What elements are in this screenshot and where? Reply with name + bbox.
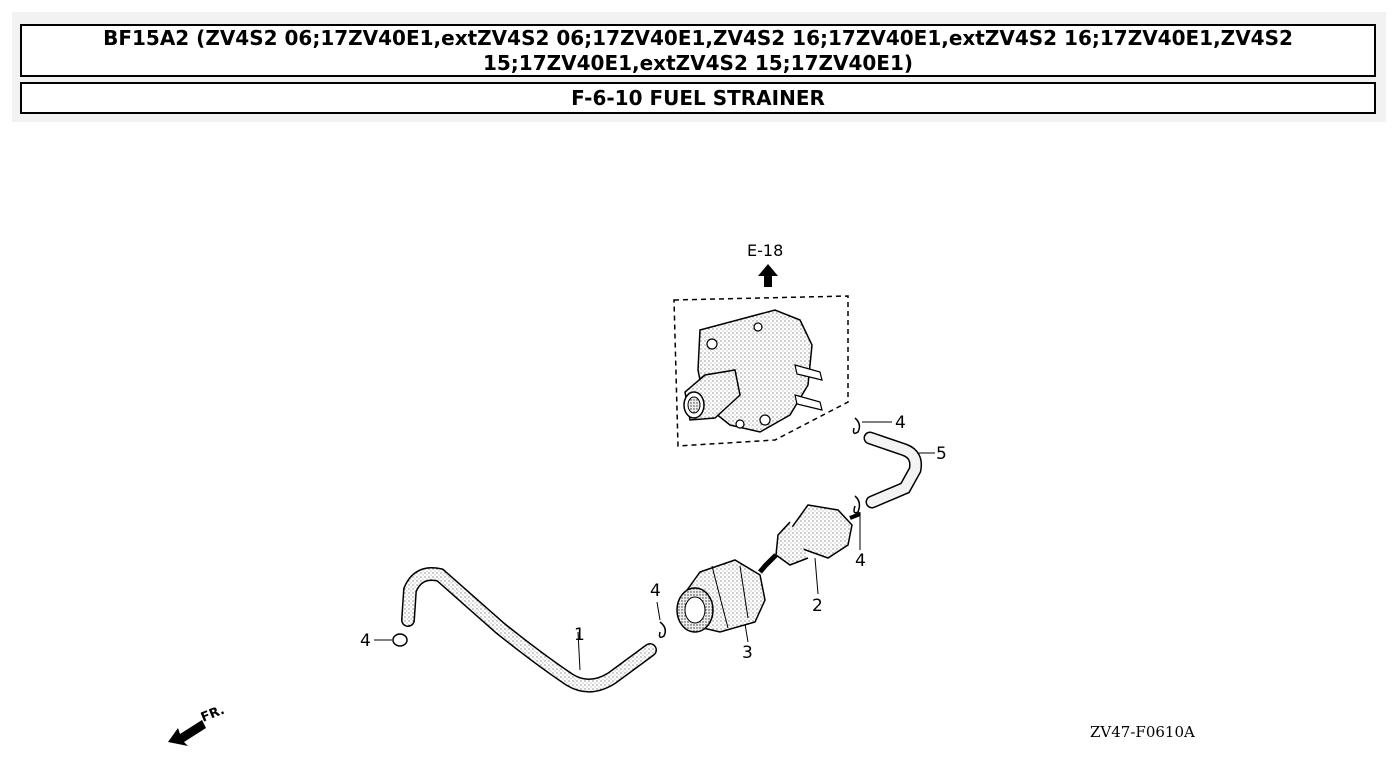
fuel-pump-illustration xyxy=(683,309,823,433)
front-label: FR. xyxy=(199,703,227,726)
callout-4b[interactable]: 4 xyxy=(855,551,866,571)
strainer-cup-illustration xyxy=(676,559,766,633)
callout-1[interactable]: 1 xyxy=(574,625,585,645)
subtitle-box: F-6-10 FUEL STRAINER xyxy=(20,82,1376,114)
callout-4d[interactable]: 4 xyxy=(360,631,371,651)
leader-line-3 xyxy=(744,623,749,643)
tube-5-fill xyxy=(865,433,921,507)
leader-line-2 xyxy=(814,557,819,595)
figure-code: ZV47-F0610A xyxy=(1090,723,1195,741)
clip-illustration-cup xyxy=(658,621,667,639)
assembly-outline xyxy=(673,295,849,447)
callout-2[interactable]: 2 xyxy=(812,596,823,616)
front-arrow-icon xyxy=(168,720,206,746)
reference-label: E-18 xyxy=(747,241,783,260)
leader-line-4c xyxy=(656,601,661,621)
section-title: F-6-10 FUEL STRAINER xyxy=(571,86,825,110)
clip-illustration-top xyxy=(852,417,861,435)
clip-illustration-right xyxy=(853,495,861,514)
clip-illustration-left xyxy=(392,633,408,647)
callout-3[interactable]: 3 xyxy=(742,643,753,663)
tube-1-outline xyxy=(401,567,657,693)
up-arrow-icon xyxy=(758,264,778,287)
fuel-strainer-illustration xyxy=(758,504,861,574)
front-direction-indicator: FR. xyxy=(168,703,227,746)
header-panel: BF15A2 (ZV4S2 06;17ZV40E1,extZV4S2 06;17… xyxy=(12,12,1386,122)
title-box: BF15A2 (ZV4S2 06;17ZV40E1,extZV4S2 06;17… xyxy=(20,24,1376,77)
leader-line-1 xyxy=(577,631,581,671)
callout-5[interactable]: 5 xyxy=(936,444,947,464)
callout-4a[interactable]: 4 xyxy=(895,413,906,433)
page-title: BF15A2 (ZV4S2 06;17ZV40E1,extZV4S2 06;17… xyxy=(103,25,1293,75)
tube-1-fill xyxy=(402,568,656,691)
callout-4c[interactable]: 4 xyxy=(650,581,661,601)
reference-e18[interactable]: E-18 xyxy=(747,241,783,287)
